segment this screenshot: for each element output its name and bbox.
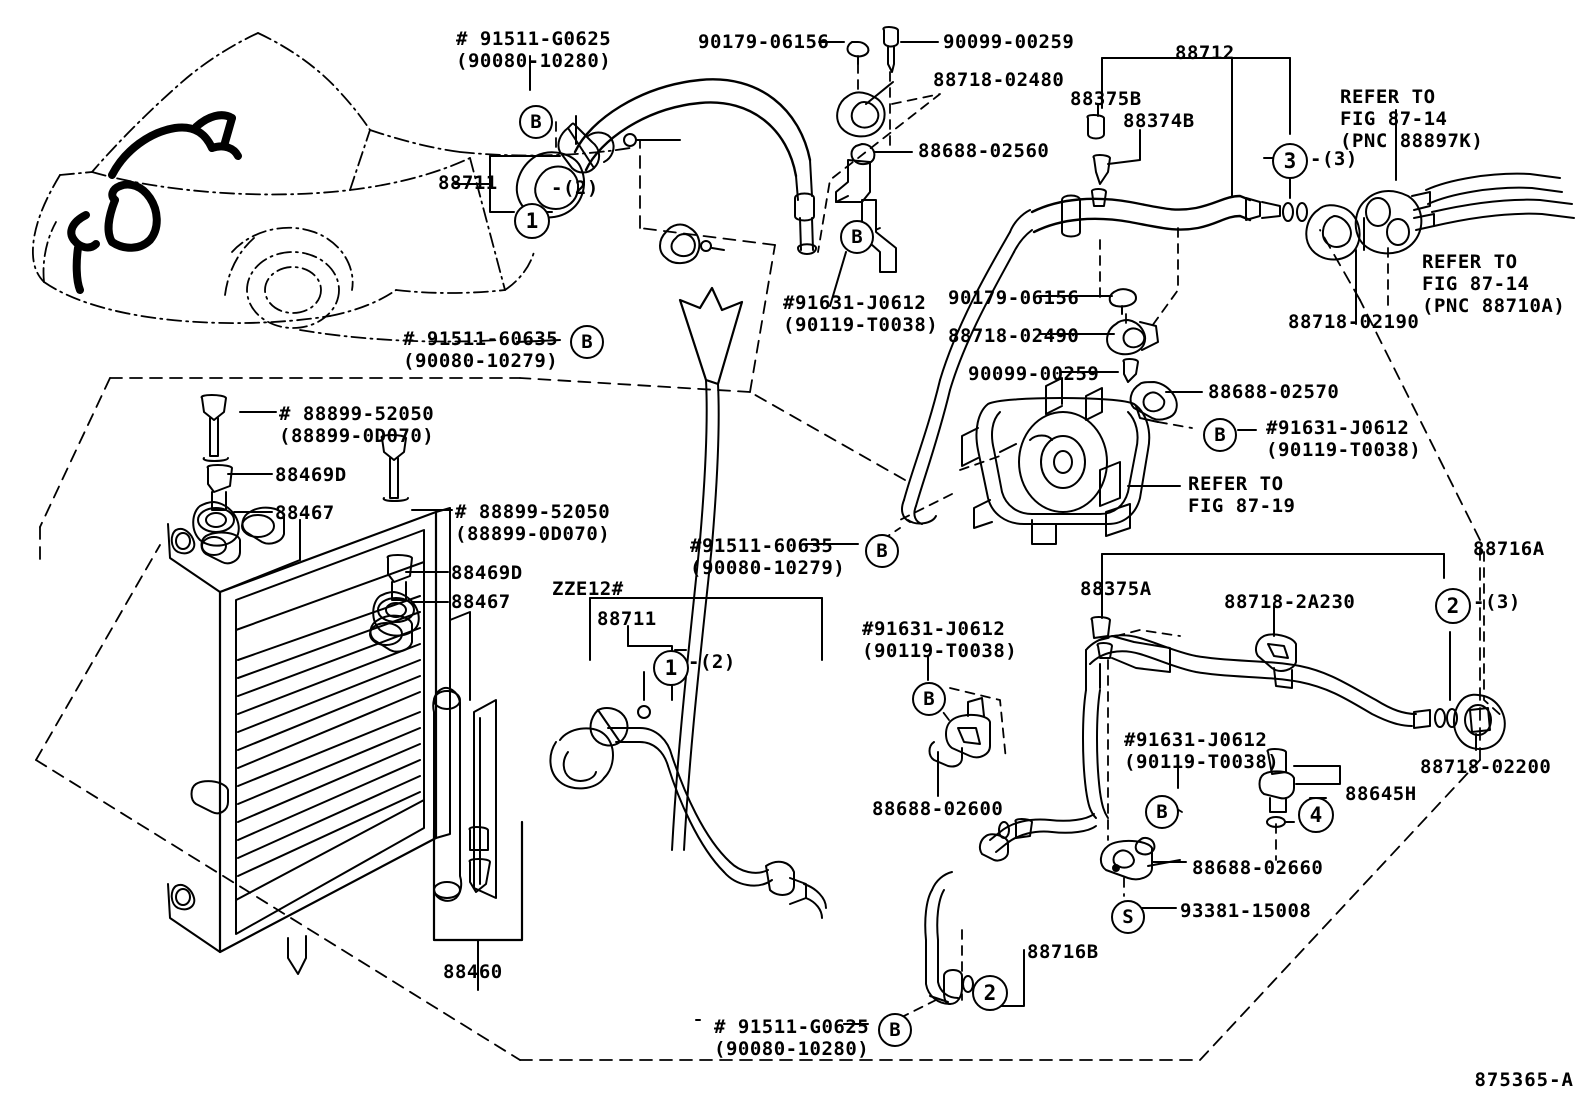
badge-1-b[interactable]: 1: [653, 650, 689, 686]
callout-label-90179-06156-top: 90179-06156: [698, 31, 830, 53]
condenser-88460: [167, 506, 524, 975]
view-direction-arrow: [671, 286, 744, 851]
badge-B-3[interactable]: B: [570, 325, 604, 359]
callout-label-88460: 88460: [443, 961, 503, 983]
callout-label-88711-upper: 88711: [438, 172, 498, 194]
figure-code: 875365-A: [1474, 1069, 1574, 1091]
badge-4-a[interactable]: 4: [1298, 797, 1334, 833]
bracket-88688-02600: [928, 697, 991, 768]
badge-B-4[interactable]: B: [865, 534, 899, 568]
compressor-mount-hardware: [1106, 288, 1178, 423]
callout-label-93381-15008: 93381-15008: [1180, 900, 1312, 922]
callout-label-91511-60635-a: # 91511-60635 (90080-10279): [403, 328, 559, 372]
callout-label-88467-b: 88467: [451, 591, 511, 613]
callout-label-90179-06156-mid: 90179-06156: [948, 287, 1080, 309]
callout-label-91631-J0612-c: #91631-J0612 (90119-T0038): [862, 618, 1018, 662]
callout-label-90099-00259-mid: 90099-00259: [968, 363, 1100, 385]
badge-B-7[interactable]: B: [1145, 795, 1179, 829]
callout-label-88688-02600: 88688-02600: [872, 798, 1004, 820]
badge-2-b[interactable]: 2: [972, 975, 1008, 1011]
callout-label-88716B: 88716B: [1027, 941, 1099, 963]
callout-label-88467-a: 88467: [275, 502, 335, 524]
leader-lines: [227, 41, 1477, 1025]
badge-1-a[interactable]: 1: [514, 203, 550, 239]
callout-label-88375B: 88375B: [1070, 88, 1142, 110]
callout-label-91631-J0612-d: #91631-J0612 (90119-T0038): [1124, 729, 1280, 773]
callout-label-88688-02570: 88688-02570: [1208, 381, 1340, 403]
condenser-mount-hardware: [192, 394, 420, 637]
callout-label-model-code: ZZE12#: [552, 578, 624, 600]
badge-S-1[interactable]: S: [1111, 900, 1145, 934]
association-dashed-lines: [555, 63, 1505, 1019]
vehicle-hose-highlight: [67, 111, 242, 294]
badge-B-6[interactable]: B: [912, 682, 946, 716]
badge-B-5[interactable]: B: [1203, 418, 1237, 452]
callout-label-88469D-a: 88469D: [275, 464, 347, 486]
ac-compressor: [961, 377, 1151, 545]
pressure-switch-88645H: [1258, 748, 1295, 828]
callout-label-qty-1-upper: -(2): [551, 177, 599, 199]
callout-label-88688-02560: 88688-02560: [918, 140, 1050, 162]
callout-label-90099-00259-top: 90099-00259: [943, 31, 1075, 53]
badge-B-8[interactable]: B: [878, 1013, 912, 1047]
vehicle-outline: [31, 32, 631, 343]
callout-label-88688-02660: 88688-02660: [1192, 857, 1324, 879]
callout-label-88718-02490: 88718-02490: [948, 325, 1080, 347]
badge-3-a[interactable]: 3: [1272, 143, 1308, 179]
callout-label-88718-2A230: 88718-2A230: [1224, 591, 1356, 613]
callout-label-qty-3-upper: -(3): [1310, 148, 1358, 170]
bracket-88688-02660: [1100, 836, 1181, 881]
badge-B-1[interactable]: B: [519, 105, 553, 139]
pipe-elbow-centre: [659, 223, 725, 264]
pipe-88716A: [978, 616, 1506, 862]
callout-label-91511-60635-b: #91511-60635 (90080-10279): [690, 535, 846, 579]
callout-label-88718-02190: 88718-02190: [1288, 311, 1420, 333]
callout-label-88374B: 88374B: [1123, 110, 1195, 132]
hose-88712: [901, 114, 1308, 525]
callout-label-88712: 88712: [1175, 42, 1235, 64]
callout-label-refer-fig-87-19: REFER TO FIG 87-19: [1188, 473, 1296, 517]
callout-label-91511-G0625-bot: # 91511-G0625 (90080-10280): [714, 1016, 870, 1060]
callout-label-88375A: 88375A: [1080, 578, 1152, 600]
hose-88711-lower: [549, 671, 827, 919]
callout-label-88899-52050-a: # 88899-52050 (88899-0D070): [279, 403, 435, 447]
callout-label-qty-1-lower: -(2): [688, 651, 736, 673]
callout-label-88469D-b: 88469D: [451, 562, 523, 584]
callout-label-qty-3-lower: -(3): [1473, 591, 1521, 613]
callout-label-88716A: 88716A: [1473, 538, 1545, 560]
pipe-88716B: [924, 871, 974, 1005]
hose-88711-upper: [515, 78, 817, 255]
callout-label-refer-fig-87-14-88710A: REFER TO FIG 87-14 (PNC 88710A): [1422, 251, 1566, 317]
callout-label-91511-G0625-top: # 91511-G0625 (90080-10280): [456, 28, 612, 72]
badge-2-a[interactable]: 2: [1435, 588, 1471, 624]
callout-label-88711-lower: 88711: [597, 608, 657, 630]
callout-label-91631-J0612-b: #91631-J0612 (90119-T0038): [1266, 417, 1422, 461]
callout-label-88899-52050-b: # 88899-52050 (88899-0D070): [455, 501, 611, 545]
callout-label-refer-fig-87-14-88897K: REFER TO FIG 87-14 (PNC 88897K): [1340, 86, 1484, 152]
callout-label-91631-J0612-a: #91631-J0612 (90119-T0038): [783, 292, 939, 336]
callout-label-88645H: 88645H: [1345, 783, 1417, 805]
callout-label-88718-02200: 88718-02200: [1420, 756, 1552, 778]
callout-label-88718-02480: 88718-02480: [933, 69, 1065, 91]
connector-cluster-right: [1305, 172, 1575, 261]
badge-B-2[interactable]: B: [840, 220, 874, 254]
